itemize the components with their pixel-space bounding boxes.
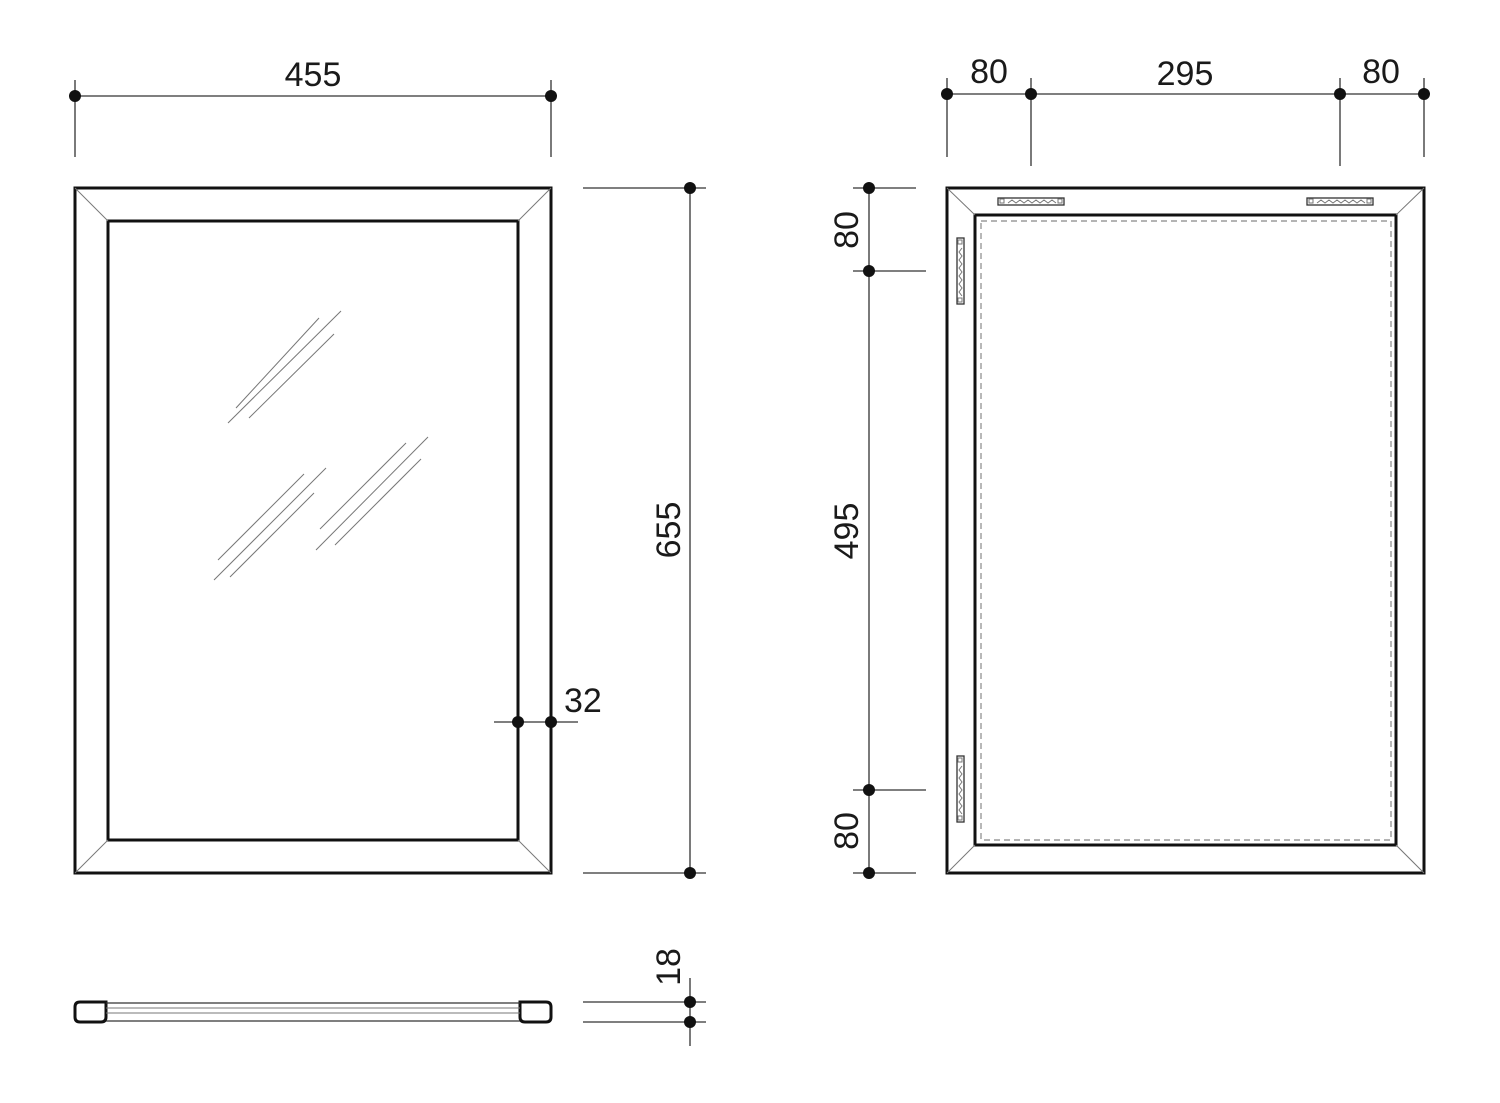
front-glass-panel [106,219,520,842]
back-middle-height-label: 495 [828,503,866,560]
side-view: 18 [73,948,706,1046]
back-top-margin-label: 80 [828,211,866,249]
back-dashed-outline [980,220,1392,841]
back-right-margin-label: 80 [1362,53,1400,91]
back-left-margin-label: 80 [970,53,1008,91]
front-height-label: 655 [650,502,688,559]
front-miter-lines [74,187,552,874]
front-width-label: 455 [285,56,342,94]
back-bottom-margin-label: 80 [828,812,866,850]
front-height-dimension: 655 [583,182,706,879]
back-view: 80 295 80 80 495 80 [828,53,1430,879]
front-view: 455 655 32 [69,56,706,879]
side-profile [73,1000,108,1024]
side-thickness-dimension: 18 [583,948,706,1046]
back-height-dimension: 80 495 80 [828,182,926,879]
front-width-dimension: 455 [69,56,557,157]
side-thickness-label: 18 [650,948,688,986]
back-miter-lines [946,187,1425,874]
back-inner-panel [973,213,1398,847]
back-center-width-label: 295 [1157,55,1214,93]
hanging-hook-icon [956,197,1374,823]
back-outer-frame [945,186,1426,875]
front-frame-dimension: 32 [494,682,602,728]
back-width-dimension: 80 295 80 [941,53,1430,166]
front-outer-frame [73,186,553,875]
front-frame-label: 32 [564,682,602,720]
glass-reflection-icon [213,310,429,581]
